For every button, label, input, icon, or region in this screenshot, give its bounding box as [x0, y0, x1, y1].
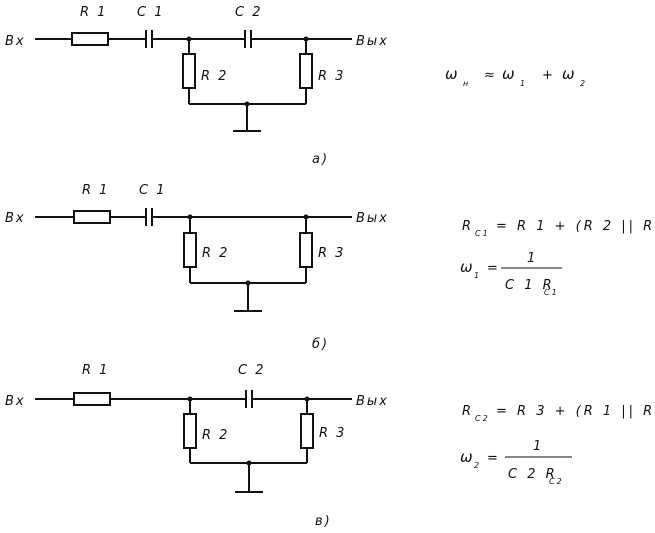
- resistor-r2: [183, 232, 197, 268]
- label-r1: R 1: [80, 5, 107, 20]
- input-label: Вх: [5, 211, 26, 226]
- subscript: 2: [580, 79, 587, 88]
- circuit-b: Вх R 1 C 1 Вых R 2 R 3 б) R C1 = R 1 + (…: [5, 183, 655, 352]
- subscript: C1: [475, 229, 490, 238]
- circuit-v: Вх R 1 C 2 Вых R 2 R 3 в) R C2 = R 3 + (…: [5, 363, 655, 529]
- label-r2: R 2: [202, 428, 229, 443]
- label-r2: R 2: [201, 69, 228, 84]
- fraction-numerator: 1: [527, 251, 538, 266]
- output-label: Вых: [356, 394, 389, 409]
- formula-rhs: = R 3 + (R 1 || R 2 ): [496, 404, 655, 419]
- subscript: н: [463, 79, 470, 88]
- subscript: 1: [520, 79, 527, 88]
- formula-a: ω н ≈ ω 1 + ω 2: [445, 65, 587, 88]
- resistor-r1: [71, 32, 109, 46]
- label-c1: C 1: [139, 183, 166, 198]
- label-r1: R 1: [82, 363, 109, 378]
- subscript: C1: [544, 288, 559, 297]
- label-r2: R 2: [202, 246, 229, 261]
- fraction-denominator: C 1 R: [505, 278, 555, 293]
- label-r3: R 3: [318, 246, 345, 261]
- label-r1: R 1: [82, 183, 109, 198]
- formula-rhs: = R 1 + (R 2 || R 3 ): [496, 219, 655, 234]
- subscript: 1: [474, 271, 481, 280]
- symbol-omega: ω: [445, 65, 461, 83]
- output-label: Вых: [356, 34, 389, 49]
- circuit-a: Вх R 1 C 1 C 2 Вых R 2 R 3 а) ω н ≈: [5, 5, 587, 167]
- resistor-r2: [183, 413, 197, 449]
- label-c1: C 1: [137, 5, 164, 20]
- symbol-approx: ≈: [484, 68, 498, 83]
- output-label: Вых: [356, 211, 389, 226]
- symbol-equals: =: [487, 261, 501, 276]
- symbol-omega: ω: [460, 448, 476, 466]
- symbol-r: R: [462, 404, 474, 419]
- caption-b: б): [312, 337, 329, 352]
- resistor-r3: [299, 53, 313, 89]
- resistor-r3: [299, 232, 313, 268]
- label-r3: R 3: [319, 426, 346, 441]
- symbol-equals: =: [487, 451, 501, 466]
- subscript: C2: [549, 477, 564, 486]
- label-c2: C 2: [235, 5, 262, 20]
- symbol-omega: ω: [460, 258, 476, 276]
- symbol-plus: +: [542, 68, 556, 83]
- symbol-omega: ω: [502, 65, 518, 83]
- symbol-r: R: [462, 219, 474, 234]
- fraction-numerator: 1: [533, 439, 544, 454]
- resistor-r3: [300, 413, 314, 449]
- label-c2: C 2: [238, 363, 265, 378]
- symbol-omega: ω: [562, 65, 578, 83]
- subscript: C2: [475, 414, 490, 423]
- subscript: 2: [474, 461, 481, 470]
- input-label: Вх: [5, 34, 26, 49]
- fraction-denominator: C 2 R: [508, 467, 558, 482]
- formula-b: R C1 = R 1 + (R 2 || R 3 ) ω 1 = 1 C 1 R…: [460, 219, 655, 297]
- caption-a: а): [312, 152, 329, 167]
- input-label: Вх: [5, 394, 26, 409]
- resistor-r2: [182, 53, 196, 89]
- formula-v: R C2 = R 3 + (R 1 || R 2 ) ω 2 = 1 C 2 R…: [460, 404, 655, 486]
- label-r3: R 3: [318, 69, 345, 84]
- caption-v: в): [315, 514, 332, 529]
- resistor-r1: [73, 392, 111, 406]
- resistor-r1: [73, 210, 111, 224]
